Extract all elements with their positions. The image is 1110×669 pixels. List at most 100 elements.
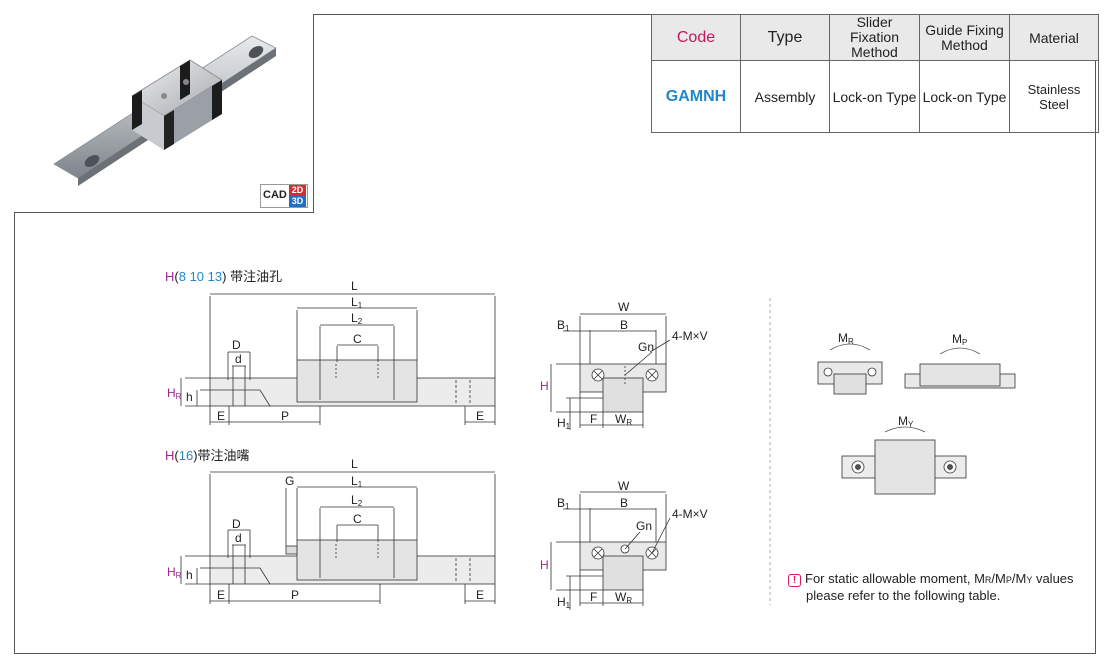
cell-type: Assembly — [740, 60, 830, 133]
dim-HR-2-main: H — [167, 565, 176, 579]
section1-values: 8 10 13 — [178, 269, 223, 284]
dim-MV-2: 4-M×V — [672, 507, 708, 521]
section2-h: H — [165, 448, 175, 463]
spec-table-row: GAMNH Assembly Lock-on Type Lock-on Type… — [651, 60, 1099, 133]
note-sub-p: P — [1005, 575, 1012, 585]
cell-code[interactable]: GAMNH — [651, 60, 741, 133]
side-view-2 — [180, 471, 496, 604]
section1-paren-close: ) — [222, 269, 227, 284]
note-slash1: /M — [991, 571, 1006, 586]
moment-MP-main: M — [952, 332, 962, 346]
dim-L2-2-main: L — [351, 493, 358, 507]
dim-E-2: E — [217, 588, 225, 602]
header-slider-fixation-line2: Method — [851, 44, 898, 60]
dim-H-1: H — [540, 379, 549, 393]
dim-L-1: L — [351, 279, 358, 293]
dim-C-1: C — [353, 332, 362, 346]
dim-B1-1: B1 — [557, 318, 570, 333]
dim-H1-1: H1 — [557, 416, 571, 431]
dim-WR-2-main: W — [615, 590, 627, 604]
dim-L-2: L — [351, 457, 358, 471]
dim-H-2: H — [540, 558, 549, 572]
section2-desc: 带注油嘴 — [197, 448, 250, 463]
dim-L2-2-sub: 2 — [358, 499, 363, 508]
note-sub-y: Y — [1026, 575, 1033, 585]
cad-badge[interactable]: CAD 2D 3D — [260, 184, 308, 208]
dim-E-2b: E — [476, 588, 484, 602]
section1-paren-open: ( — [174, 269, 179, 284]
warning-icon: ! — [788, 574, 801, 587]
dim-H1-2-sub: 1 — [566, 601, 571, 610]
moment-MY-label: MY — [898, 414, 914, 429]
dim-L2-1: L2 — [351, 311, 363, 326]
section1-h: H — [165, 269, 175, 284]
note-sub-r: R — [984, 575, 992, 585]
dim-P-2: P — [291, 588, 299, 602]
dim-G-2: G — [285, 474, 294, 488]
dim-Gn-1: Gn — [638, 340, 654, 354]
dim-E-1: E — [217, 409, 225, 423]
front-view-1 — [550, 313, 671, 430]
dim-L2-2: L2 — [351, 493, 363, 508]
dim-WR-1: WR — [615, 412, 632, 427]
dim-L1-2: L1 — [351, 474, 363, 489]
dim-B1-1-main: B — [557, 318, 565, 332]
spec-table: Code Type Slider Fixation Method Guide F… — [651, 14, 1099, 133]
note-line2: please refer to the following table. — [806, 588, 1001, 603]
dim-HR-2-sub: R — [176, 571, 182, 580]
note-line1-a: For static allowable moment, M — [805, 571, 985, 586]
dim-WR-2-sub: R — [626, 596, 632, 605]
product-photo — [53, 35, 277, 186]
moment-MY-sub: Y — [908, 420, 914, 429]
header-material: Material — [1009, 14, 1099, 61]
section2-values: 16 — [178, 448, 194, 463]
moment-views — [769, 298, 1016, 605]
dim-WR-2: WR — [615, 590, 632, 605]
section2-title: H(16)带注油嘴 — [165, 445, 250, 464]
dim-B-1: B — [620, 318, 628, 332]
header-slider-fixation-line1: Slider Fixation — [849, 14, 900, 45]
header-guide-fixing: Guide Fixing Method — [919, 14, 1010, 61]
dim-L1-1-main: L — [351, 295, 358, 309]
dim-D-2: D — [232, 517, 241, 531]
cell-material: Stainless Steel — [1009, 60, 1099, 133]
dim-d-2: d — [235, 531, 242, 545]
cell-slider-fixation: Lock-on Type — [829, 60, 920, 133]
dim-d-1: d — [235, 352, 242, 366]
cad-label: CAD — [263, 189, 287, 201]
front-view-2 — [550, 491, 671, 610]
page-frame — [14, 14, 1096, 654]
dim-P-1: P — [281, 409, 289, 423]
dim-h-1: h — [186, 390, 193, 404]
dim-L1-1-sub: 1 — [358, 301, 363, 310]
header-guide-fixing-line1: Guide Fixing — [925, 21, 1004, 38]
section1-title: H(8 10 13) 带注油孔 — [165, 266, 282, 285]
cad-3d-label: 3D — [289, 196, 306, 207]
dim-B1-2-main: B — [557, 496, 565, 510]
dim-H1-1-sub: 1 — [566, 422, 571, 431]
header-guide-fixing-line2: Method — [941, 36, 988, 53]
dim-W-2: W — [618, 479, 630, 493]
dim-W-1: W — [618, 300, 630, 314]
moment-note: !For static allowable moment, MR/MP/MY v… — [788, 571, 1074, 603]
dim-HR-1-sub: R — [176, 392, 182, 401]
dim-HR-1-main: H — [167, 386, 176, 400]
moment-MP-label: MP — [952, 332, 967, 347]
moment-MR-label: MR — [838, 331, 854, 346]
dim-WR-1-main: W — [615, 412, 627, 426]
section1-desc: 带注油孔 — [230, 269, 283, 284]
moment-MR-main: M — [838, 331, 848, 345]
dim-F-2: F — [590, 590, 597, 604]
dim-L1-2-main: L — [351, 474, 358, 488]
product-photo-box: CAD 2D 3D — [14, 14, 314, 213]
dim-D-1: D — [232, 338, 241, 352]
dim-HR-2: HR — [167, 565, 182, 580]
dim-L2-1-sub: 2 — [358, 317, 363, 326]
note-line1-b: values — [1032, 571, 1074, 586]
section2-paren-close: ) — [193, 448, 198, 463]
dim-HR-1: HR — [167, 386, 182, 401]
side-view-1 — [180, 293, 496, 425]
dimension-labels: L L1 L2 C D d HR h E P E L L1 G L2 C D d… — [167, 279, 967, 610]
dim-E-1b: E — [476, 409, 484, 423]
